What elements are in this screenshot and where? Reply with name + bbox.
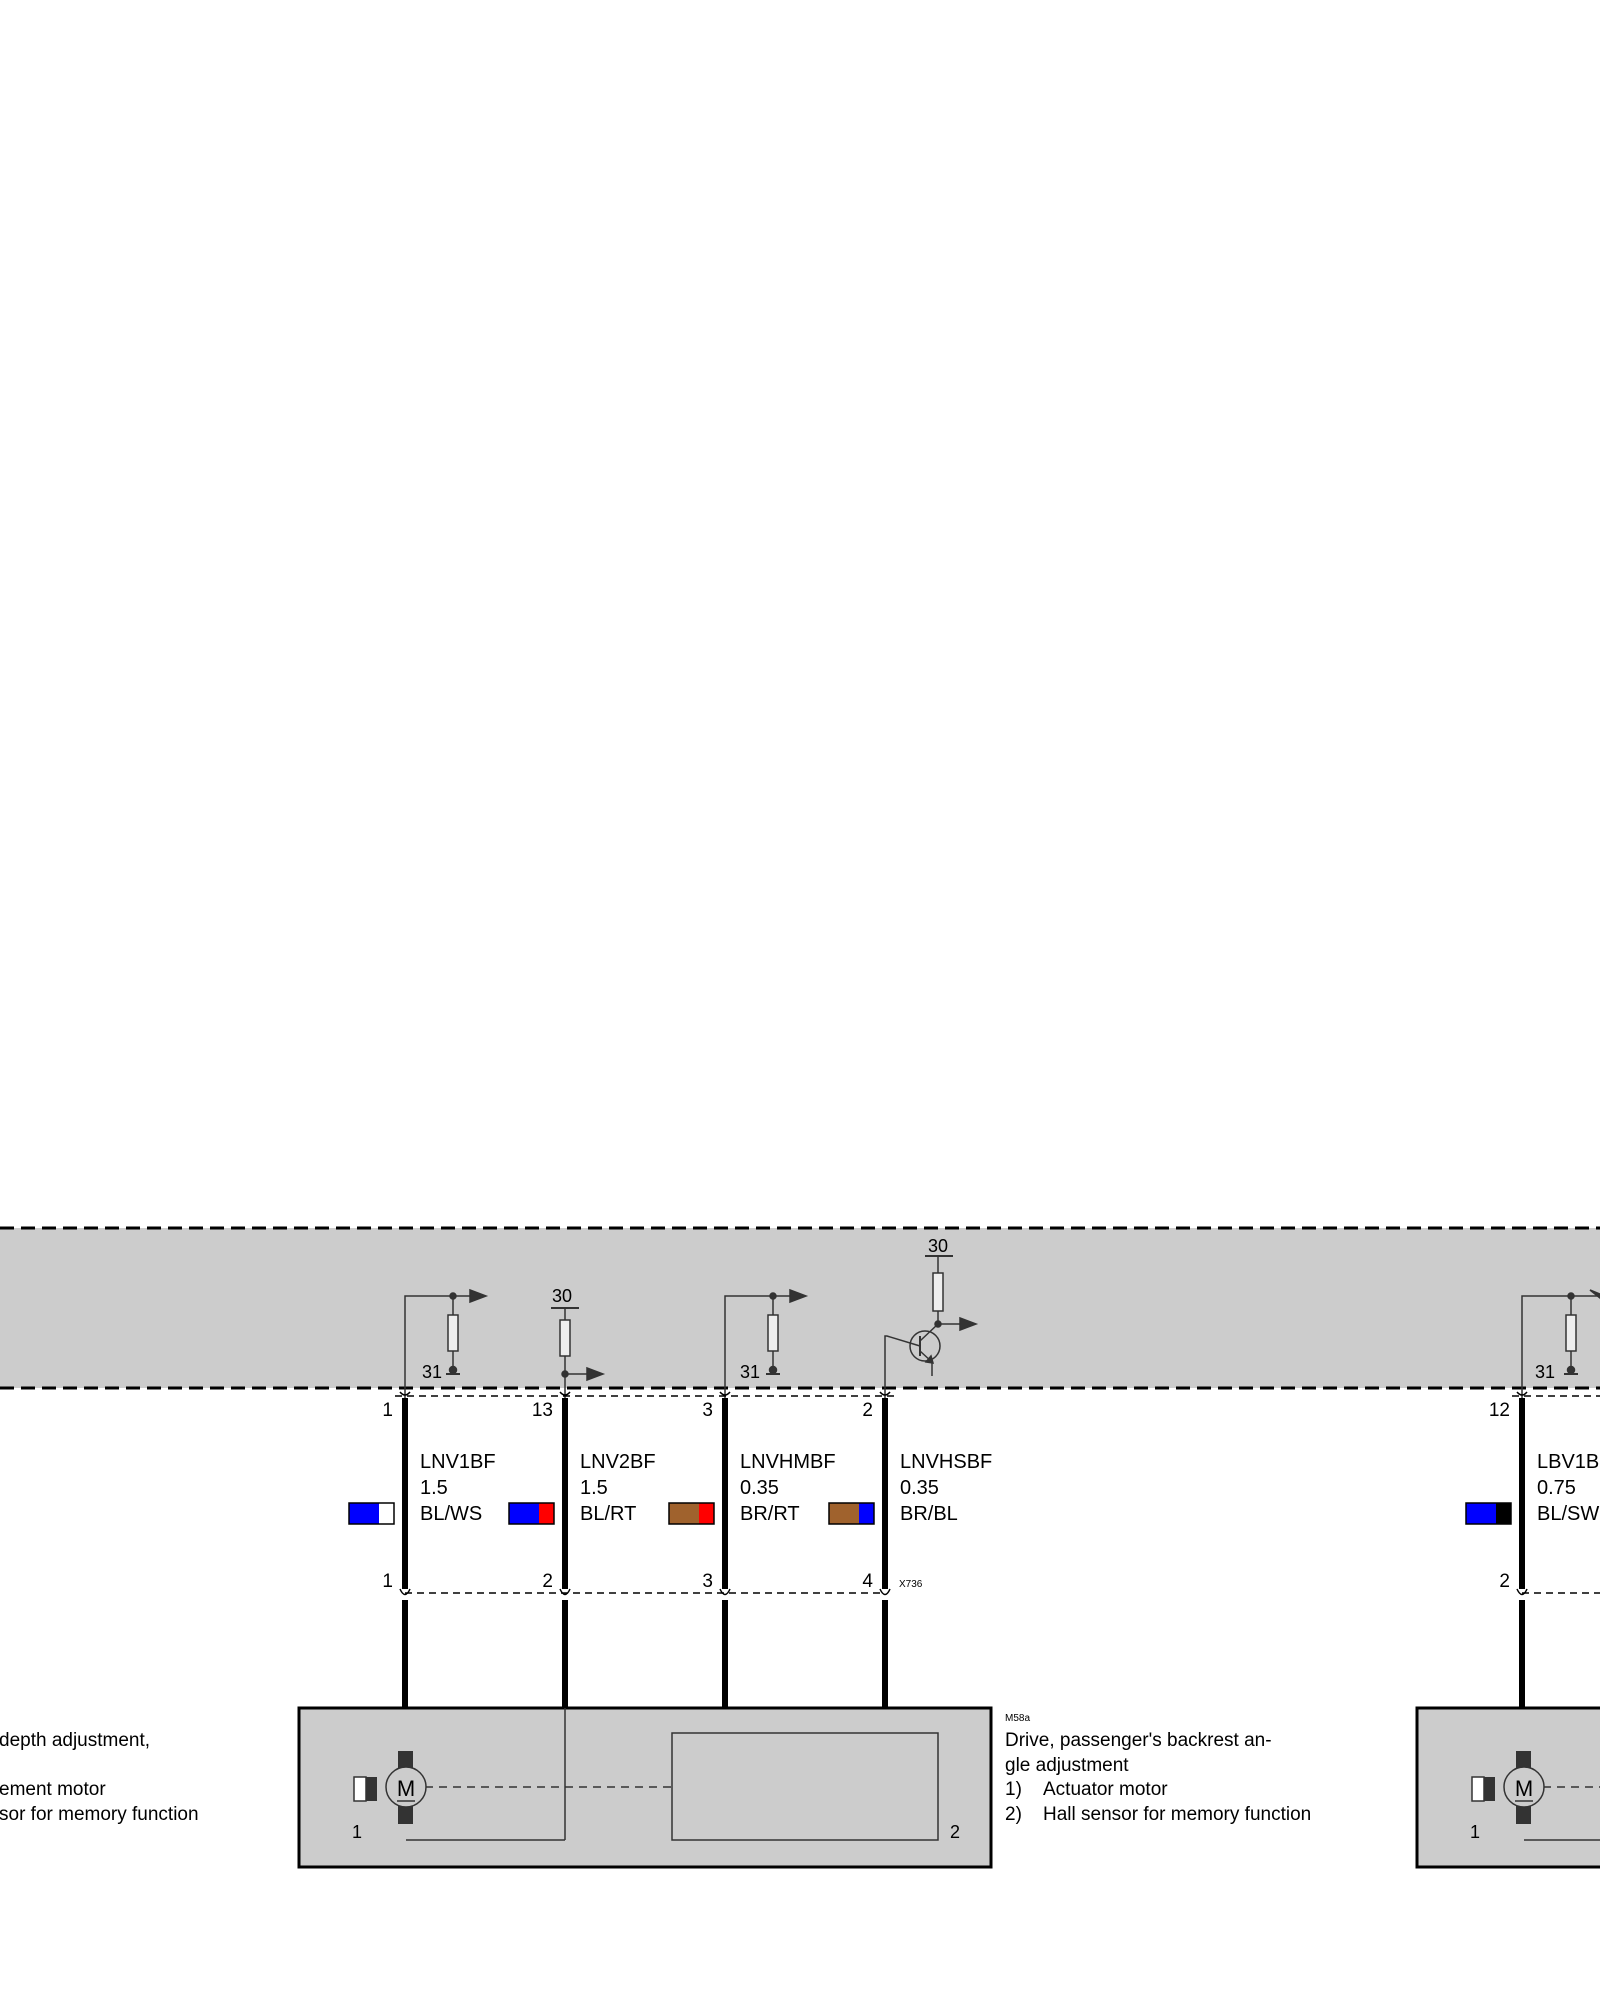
- wire-code-2: LNV2BF: [580, 1451, 656, 1473]
- pullup-circuit-2: [551, 1307, 606, 1398]
- pin-top-1: 1: [382, 1400, 393, 1421]
- terminal-31-label-3: 31: [740, 1362, 760, 1382]
- drive-m58a-description: M58a Drive, passenger's backrest an- gle…: [1005, 1713, 1311, 1825]
- magnet-icon: [353, 1776, 367, 1802]
- connector-hook: [399, 1391, 411, 1396]
- pin-bottom-1: 1: [382, 1571, 393, 1592]
- swatch-primary-3: [669, 1503, 699, 1524]
- wire-color-code-4: BR/BL: [900, 1503, 958, 1525]
- swatch-secondary-4: [859, 1503, 874, 1524]
- swatch-border-5: [1465, 1502, 1512, 1525]
- control-unit-box: [0, 1228, 1600, 1388]
- motor-symbol: [385, 1766, 427, 1808]
- drive-title-line-2: gle adjustment: [1005, 1755, 1129, 1776]
- right-drive-label-1: 1: [1470, 1822, 1480, 1842]
- transistor-circuit-4: [884, 1255, 979, 1398]
- wire-code-4: LNVHSBF: [900, 1451, 992, 1473]
- motor-brush-top: [398, 1751, 413, 1769]
- pin-bottom-3: 3: [702, 1571, 713, 1592]
- terminal-30-label-4: 30: [928, 1236, 948, 1256]
- drive-m58a: M 1 2: [297, 1706, 993, 1869]
- pulldown-circuit-3: [724, 1288, 809, 1398]
- drive-label-2: 2: [950, 1822, 960, 1842]
- drive-id: M58a: [1005, 1713, 1030, 1724]
- drive-title-line-1: Drive, passenger's backrest an-: [1005, 1730, 1272, 1751]
- motor-letter: M: [397, 1776, 415, 1801]
- drive-item-1-text: Actuator motor: [1043, 1779, 1168, 1800]
- drive-item-2-num: 2): [1005, 1804, 1022, 1825]
- terminal-30-label-2: 30: [552, 1286, 572, 1306]
- wires-layer: 11LNV1BF1.5BL/WS132LNV2BF1.5BL/RT33LNVHM…: [348, 1391, 1600, 1840]
- swatch-secondary-2: [539, 1503, 554, 1524]
- left-drive-description: depth adjustment, ement motor sor for me…: [0, 1730, 199, 1825]
- pin-top-2: 13: [532, 1400, 553, 1421]
- swatch-border-3: [668, 1502, 715, 1525]
- terminal-31-label-5: 31: [1535, 1362, 1555, 1382]
- wire-2: 13 2 LNV2BF 1.5BL/RT: [508, 1391, 656, 1840]
- swatch-secondary-3: [699, 1503, 714, 1524]
- swatch-border-2: [508, 1502, 555, 1525]
- connector-hook: [879, 1588, 891, 1596]
- swatch-secondary-1: [379, 1503, 394, 1524]
- wire-color-code-5: BL/SW: [1537, 1503, 1599, 1525]
- wire-size-1: 1.5: [420, 1477, 448, 1499]
- connector-hook: [559, 1391, 571, 1396]
- wire-size-4: 0.35: [900, 1477, 939, 1499]
- drive-right: M 1: [1415, 1706, 1600, 1869]
- connector-hook: [719, 1588, 731, 1596]
- connector-hook: [399, 1588, 411, 1596]
- swatch-primary-1: [349, 1503, 379, 1524]
- swatch-primary-5: [1466, 1503, 1496, 1524]
- pin-top-4: 2: [862, 1400, 873, 1421]
- pin-bottom-5: 2: [1499, 1571, 1510, 1592]
- wire-size-2: 1.5: [580, 1477, 608, 1499]
- swatch-border-4: [828, 1502, 875, 1525]
- pin-bottom-2: 2: [542, 1571, 553, 1592]
- wire-color-code-1: BL/WS: [420, 1503, 482, 1525]
- right-motor-letter: M: [1515, 1776, 1533, 1801]
- drive-item-2-text: Hall sensor for memory function: [1043, 1804, 1311, 1825]
- left-desc-line-2: ement motor: [0, 1779, 106, 1800]
- swatch-border-1: [348, 1502, 395, 1525]
- connector-x736-label: X736: [899, 1579, 923, 1590]
- right-magnet-icon: [1471, 1776, 1485, 1802]
- swatch-secondary-5: [1496, 1503, 1511, 1524]
- wire-code-3: LNVHMBF: [740, 1451, 836, 1473]
- wire-code-1: LNV1BF: [420, 1451, 496, 1473]
- left-desc-line-3: sor for memory function: [0, 1804, 199, 1825]
- pulldown-circuit-5: [1521, 1289, 1600, 1398]
- connector-hook: [1516, 1391, 1528, 1396]
- pin-bottom-4: 4: [862, 1571, 873, 1592]
- pin-top-3: 3: [702, 1400, 713, 1421]
- drive-label-1: 1: [352, 1822, 362, 1842]
- swatch-primary-4: [829, 1503, 859, 1524]
- left-desc-line-1: depth adjustment,: [0, 1730, 150, 1751]
- right-motor-symbol: [1503, 1766, 1545, 1808]
- swatch-primary-2: [509, 1503, 539, 1524]
- wire-size-3: 0.35: [740, 1477, 779, 1499]
- connector-hook: [719, 1391, 731, 1396]
- pulldown-circuit-1: [404, 1288, 489, 1398]
- wire-size-5: 0.75: [1537, 1477, 1576, 1499]
- connector-hook: [559, 1588, 571, 1596]
- terminal-31-label-1: 31: [422, 1362, 442, 1382]
- drive-item-1-num: 1): [1005, 1779, 1022, 1800]
- wire-color-code-2: BL/RT: [580, 1503, 636, 1525]
- connector-hook: [1516, 1588, 1528, 1596]
- connector-hook: [879, 1391, 891, 1396]
- motor-brush-bottom: [398, 1806, 413, 1824]
- wire-color-code-3: BR/RT: [740, 1503, 800, 1525]
- pin-top-5: 12: [1489, 1400, 1510, 1421]
- hall-sensor-box: [671, 1732, 939, 1841]
- wire-code-5: LBV1B: [1537, 1451, 1599, 1473]
